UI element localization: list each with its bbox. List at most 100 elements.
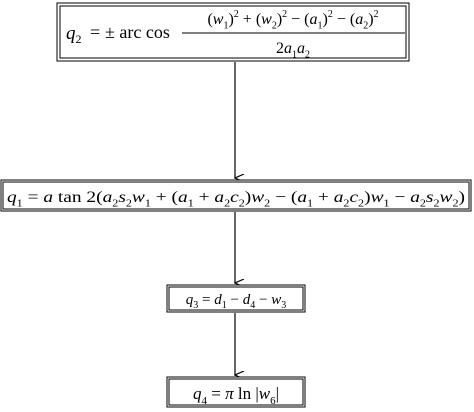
math-token: a xyxy=(214,189,224,206)
math-token: 6 xyxy=(270,395,276,407)
math-token: ) xyxy=(323,11,328,28)
math-token: 2 xyxy=(264,198,270,209)
equation-box-q3: q3 = d1 − d4 − w3 xyxy=(166,284,306,313)
math-token: 2 xyxy=(224,198,230,209)
math-token: | xyxy=(276,384,279,403)
equation-box-q4: q4 = π ln |w6| xyxy=(166,376,306,408)
math-token: a xyxy=(103,189,113,206)
equation-box-q3-inner-frame xyxy=(168,286,304,311)
math-token: tan 2( xyxy=(53,189,103,206)
equation-box-q1-frame xyxy=(0,179,472,212)
math-token: c xyxy=(349,189,358,206)
math-token: 1 xyxy=(188,198,194,209)
math-token: a xyxy=(178,189,188,206)
math-token: 1 xyxy=(145,198,151,209)
math-token: 2 xyxy=(239,198,245,209)
math-token: − ( xyxy=(270,189,297,206)
math-token: w xyxy=(261,11,272,28)
math-token: = xyxy=(207,384,225,403)
math-token: 2 xyxy=(343,198,349,209)
q2-numerator: (w1)2 + (w2)2 − (a1)2 − (a2)2 xyxy=(207,9,378,32)
math-token: q xyxy=(7,189,17,206)
equation-box-q4-inner-frame xyxy=(168,378,304,406)
math-token: 3 xyxy=(193,300,198,311)
math-token: a xyxy=(297,40,305,57)
math-token: w xyxy=(132,189,145,206)
math-token: 2 xyxy=(328,9,333,20)
equation-box-q2: q2 = ± arc cos (w1)2 + (w2)2 − (a1)2 − (… xyxy=(56,2,410,62)
math-token: = xyxy=(198,292,214,308)
math-token: 2 xyxy=(358,198,364,209)
math-token: ( xyxy=(207,11,212,28)
math-token: 3 xyxy=(281,300,286,311)
equation-box-q4-frame xyxy=(166,376,306,408)
math-token: − ( xyxy=(333,11,355,28)
math-token: 1 xyxy=(223,20,228,31)
math-token: d xyxy=(243,292,251,308)
math-token: = xyxy=(23,189,44,206)
q2-denominator: 2a1a2 xyxy=(276,40,310,60)
math-token: a xyxy=(43,189,53,206)
math-token: c xyxy=(230,189,239,206)
math-token: s xyxy=(426,189,434,206)
math-token: + xyxy=(313,189,334,206)
math-token: 2 xyxy=(420,198,426,209)
math-token: q xyxy=(193,384,202,403)
math-token: − xyxy=(227,292,243,308)
math-token: q xyxy=(186,292,194,308)
math-token: 2 xyxy=(126,198,132,209)
math-token: 2 xyxy=(282,9,287,20)
math-token: a xyxy=(355,11,363,28)
math-token: − ( xyxy=(287,11,309,28)
q2-equals: = xyxy=(90,22,100,42)
math-token: 1 xyxy=(222,300,227,311)
math-token: 1 xyxy=(307,198,313,209)
math-token: + ( xyxy=(151,189,178,206)
math-token: + xyxy=(194,189,215,206)
math-token: 2 xyxy=(234,9,239,20)
math-token: 4 xyxy=(201,395,207,407)
q2-lhs: q2 xyxy=(66,23,82,46)
math-token: ) xyxy=(228,11,233,28)
math-token: π xyxy=(225,384,234,403)
equation-box-q3-frame xyxy=(166,284,306,313)
math-token: w xyxy=(213,11,224,28)
math-token: a xyxy=(310,11,318,28)
math-token: 2 xyxy=(374,9,379,20)
math-token: w xyxy=(271,292,281,308)
math-token: 2 xyxy=(272,20,277,31)
math-token: 2 xyxy=(452,198,458,209)
math-token: ) xyxy=(245,189,251,206)
math-token: − xyxy=(255,292,271,308)
math-token: ) xyxy=(368,11,373,28)
math-token: a xyxy=(297,189,307,206)
math-token: a xyxy=(410,189,420,206)
math-token: 2 xyxy=(363,20,368,31)
q4-expression: q4 = π ln |w6| xyxy=(193,384,279,407)
math-token: w xyxy=(371,189,384,206)
math-token: 4 xyxy=(250,300,255,311)
math-token: 2 xyxy=(112,198,118,209)
math-token: 1 xyxy=(318,20,323,31)
math-token: 2 xyxy=(276,40,284,57)
math-token: w xyxy=(440,189,453,206)
math-token: ) xyxy=(459,189,465,206)
math-token: a xyxy=(334,189,344,206)
math-token: 2 xyxy=(434,198,440,209)
math-token: 1 xyxy=(292,49,297,60)
math-token: 2 xyxy=(305,49,310,60)
math-token: ) xyxy=(277,11,282,28)
math-token: 1 xyxy=(384,198,390,209)
equation-box-q2-inner-frame xyxy=(59,5,407,59)
math-token: + ( xyxy=(239,11,261,28)
math-token: | xyxy=(255,384,258,403)
math-token: 1 xyxy=(17,198,23,209)
equation-box-q1-inner-frame xyxy=(2,181,470,210)
q2-function: ± arc cos xyxy=(105,22,170,42)
math-token: − xyxy=(390,189,411,206)
math-token: w xyxy=(259,384,271,403)
math-token: w xyxy=(251,189,264,206)
